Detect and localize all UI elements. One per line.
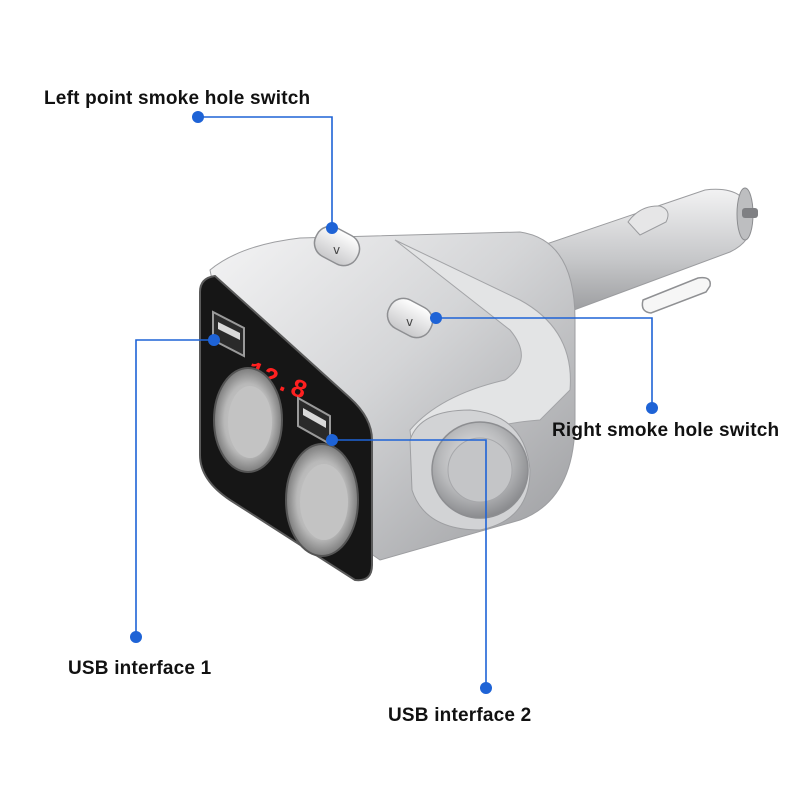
- socket-2: [285, 443, 359, 557]
- callout-dot-usb2-port: [326, 434, 338, 446]
- callout-right-switch: [436, 317, 653, 408]
- callout-dot-usb2-end: [480, 682, 492, 694]
- label-usb-interface-1: USB interface 1: [68, 658, 212, 679]
- label-left-switch: Left point smoke hole switch: [44, 88, 311, 109]
- callout-usb2: [332, 439, 487, 688]
- callout-dot-left-top: [192, 111, 204, 123]
- swivel-knob: [431, 421, 529, 519]
- callout-dot-left-btn: [326, 222, 338, 234]
- right-switch-button: v: [386, 297, 434, 339]
- svg-text:v: v: [333, 243, 340, 257]
- faceplate: 12.8: [199, 274, 373, 582]
- label-usb-interface-2: USB interface 2: [388, 705, 532, 726]
- usb-port-1: [212, 310, 245, 358]
- callout-dot-right-btn: [430, 312, 442, 324]
- svg-text:v: v: [406, 315, 413, 329]
- socket-1: [213, 367, 283, 473]
- callout-left-switch: [198, 116, 333, 228]
- left-switch-button: v: [313, 225, 361, 267]
- label-right-switch: Right smoke hole switch: [552, 420, 780, 441]
- callout-usb1: [135, 339, 214, 637]
- callout-dot-usb1-end: [130, 631, 142, 643]
- callout-dot-usb1-port: [208, 334, 220, 346]
- callout-dot-right-end: [646, 402, 658, 414]
